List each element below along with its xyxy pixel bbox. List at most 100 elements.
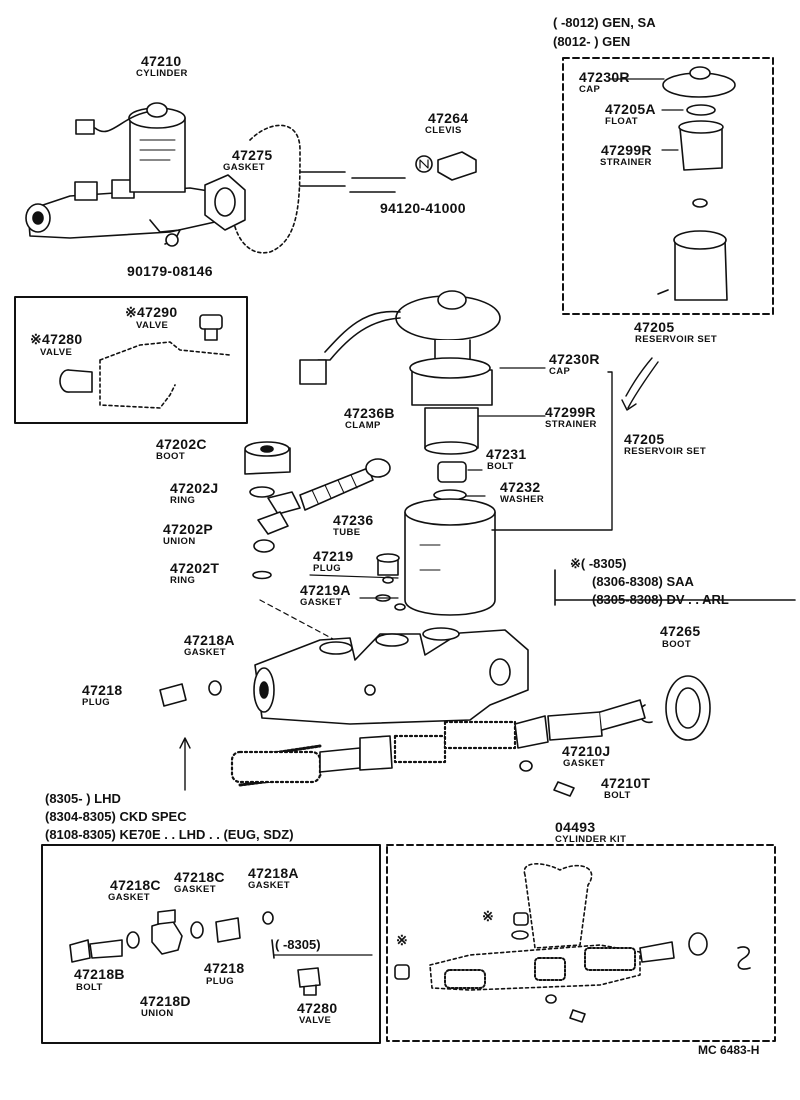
valve-model-note: ( -8305) bbox=[275, 937, 321, 952]
part-number-47205-set: 47205 bbox=[634, 319, 675, 335]
part-name-47219A: GASKET bbox=[300, 597, 342, 608]
part-name-47231: BOLT bbox=[487, 461, 514, 472]
part-number-47236: 47236 bbox=[333, 512, 374, 528]
plug-and-gasket-drawing bbox=[375, 553, 406, 611]
part-name-47265: BOOT bbox=[662, 639, 692, 650]
part-number-47210J: 47210J bbox=[562, 743, 611, 759]
part-name-47202J: RING bbox=[170, 495, 196, 506]
clamp-and-tube-drawing bbox=[267, 458, 391, 515]
spec-note-line-3: (8305-8308) DV . . ARL bbox=[592, 592, 729, 607]
assembled-master-cylinder-drawing bbox=[25, 102, 216, 247]
master-cylinder-body-drawing bbox=[253, 627, 529, 725]
part-name-47202C: BOOT bbox=[156, 451, 186, 462]
part-number-47230R-set: 47230R bbox=[579, 69, 630, 85]
lhd-note-line-3: (8108-8305) KE70E . . LHD . . (EUG, SDZ) bbox=[45, 827, 294, 842]
part-number-47299R: 47299R bbox=[545, 404, 596, 420]
part-name-47264: CLEVIS bbox=[425, 125, 462, 136]
part-number-47218: 47218 bbox=[82, 682, 123, 698]
part-name-47218D: UNION bbox=[141, 1008, 174, 1019]
pointer-arrow-reservoir bbox=[621, 361, 659, 411]
part-name-47275: GASKET bbox=[223, 162, 265, 173]
part-number-47218D: 47218D bbox=[140, 993, 191, 1009]
part-name-47218B: BOLT bbox=[76, 982, 103, 993]
leader-lines bbox=[309, 367, 546, 599]
spec-note-rule bbox=[554, 569, 796, 606]
part-number-47236B: 47236B bbox=[344, 405, 395, 421]
part-number-47265: 47265 bbox=[660, 623, 701, 639]
part-name-47218C-right: GASKET bbox=[174, 884, 216, 895]
spec-note-line-1: ※( -8305) bbox=[570, 556, 627, 571]
boot-ring-union-drawing bbox=[244, 441, 291, 580]
pointer-arrow-reservoir-2 bbox=[625, 357, 653, 397]
lhd-ckd-parts-drawing bbox=[69, 909, 321, 996]
part-name-47236: TUBE bbox=[333, 527, 361, 538]
part-name-47205A: FLOAT bbox=[605, 116, 638, 127]
pushrod-drawing bbox=[299, 151, 477, 193]
part-name-47280-inset: VALVE bbox=[40, 347, 73, 358]
reservoir-set-box bbox=[562, 57, 774, 315]
part-number-47218A: 47218A bbox=[184, 632, 235, 648]
plug-47218-drawing bbox=[159, 680, 222, 707]
reservoir-set-leader-lines bbox=[609, 78, 684, 151]
boot-47265-drawing bbox=[638, 675, 711, 741]
brake-booster-outline bbox=[231, 124, 301, 254]
part-number-94120-41000: 94120-41000 bbox=[380, 200, 466, 216]
spec-note-line-2: (8306-8308) SAA bbox=[592, 574, 694, 589]
lhd-note-line-2: (8304-8305) CKD SPEC bbox=[45, 809, 187, 824]
part-number-47219: 47219 bbox=[313, 548, 354, 564]
piston-and-spring-drawing bbox=[230, 699, 646, 797]
kit-asterisk-mark-1: ※ bbox=[482, 908, 495, 924]
part-number-47218C-left: 47218C bbox=[110, 877, 161, 893]
part-number-47299R-set: 47299R bbox=[601, 142, 652, 158]
part-name-47236B: CLAMP bbox=[345, 420, 381, 431]
union-leader-line bbox=[259, 599, 336, 641]
part-number-47210T: 47210T bbox=[601, 775, 651, 791]
part-name-04493: CYLINDER KIT bbox=[555, 834, 627, 845]
kit-asterisk-mark-2: ※ bbox=[396, 932, 409, 948]
part-name-47218A-box: GASKET bbox=[248, 880, 290, 891]
part-name-47230R: CAP bbox=[549, 366, 571, 377]
part-name-47218-box: PLUG bbox=[206, 976, 234, 987]
valve-inset-box bbox=[14, 296, 248, 424]
part-number-47218-box: 47218 bbox=[204, 960, 245, 976]
part-number-47202T: 47202T bbox=[170, 560, 220, 576]
figure-code: MC 6483-H bbox=[698, 1043, 760, 1057]
part-number-47205: 47205 bbox=[624, 431, 665, 447]
reservoir-assembly-drawing bbox=[299, 290, 501, 616]
lhd-note-line-1: (8305- ) LHD bbox=[45, 791, 121, 806]
part-number-47210: 47210 bbox=[141, 53, 182, 69]
part-number-47275: 47275 bbox=[232, 147, 273, 163]
pointer-arrowhead-lhd bbox=[179, 737, 191, 749]
reservoir-set-bracket bbox=[491, 371, 613, 531]
part-number-47202J: 47202J bbox=[170, 480, 219, 496]
part-name-47219: PLUG bbox=[313, 563, 341, 574]
part-number-47232: 47232 bbox=[500, 479, 541, 495]
part-name-47210T: BOLT bbox=[604, 790, 631, 801]
part-name-47202P: UNION bbox=[163, 536, 196, 547]
reservoir-set-exploded-parts bbox=[657, 66, 736, 301]
lhd-ckd-box bbox=[41, 844, 381, 1044]
part-name-47299R-set: STRAINER bbox=[600, 157, 652, 168]
part-name-47202T: RING bbox=[170, 575, 196, 586]
part-number-90179-08146: 90179-08146 bbox=[127, 263, 213, 279]
part-number-04493: 04493 bbox=[555, 819, 596, 835]
part-number-47205A: 47205A bbox=[605, 101, 656, 117]
booster-gasket-drawing bbox=[204, 174, 246, 231]
part-number-47218B: 47218B bbox=[74, 966, 125, 982]
part-name-47218A: GASKET bbox=[184, 647, 226, 658]
cylinder-kit-box bbox=[386, 844, 776, 1042]
part-number-47231: 47231 bbox=[486, 446, 527, 462]
part-name-47218C-left: GASKET bbox=[108, 892, 150, 903]
part-name-47280-box: VALVE bbox=[299, 1015, 332, 1026]
part-name-47232: WASHER bbox=[500, 494, 545, 505]
part-number-47280-inset: ※47280 bbox=[30, 331, 83, 347]
part-name-47205-set: RESERVOIR SET bbox=[635, 334, 718, 345]
part-number-47219A: 47219A bbox=[300, 582, 351, 598]
valve-inset-parts bbox=[59, 314, 223, 393]
valve-inset-body bbox=[99, 341, 231, 409]
part-number-47264: 47264 bbox=[428, 110, 469, 126]
reservoir-note-line-2: (8012- ) GEN bbox=[553, 34, 631, 49]
part-number-47230R: 47230R bbox=[549, 351, 600, 367]
